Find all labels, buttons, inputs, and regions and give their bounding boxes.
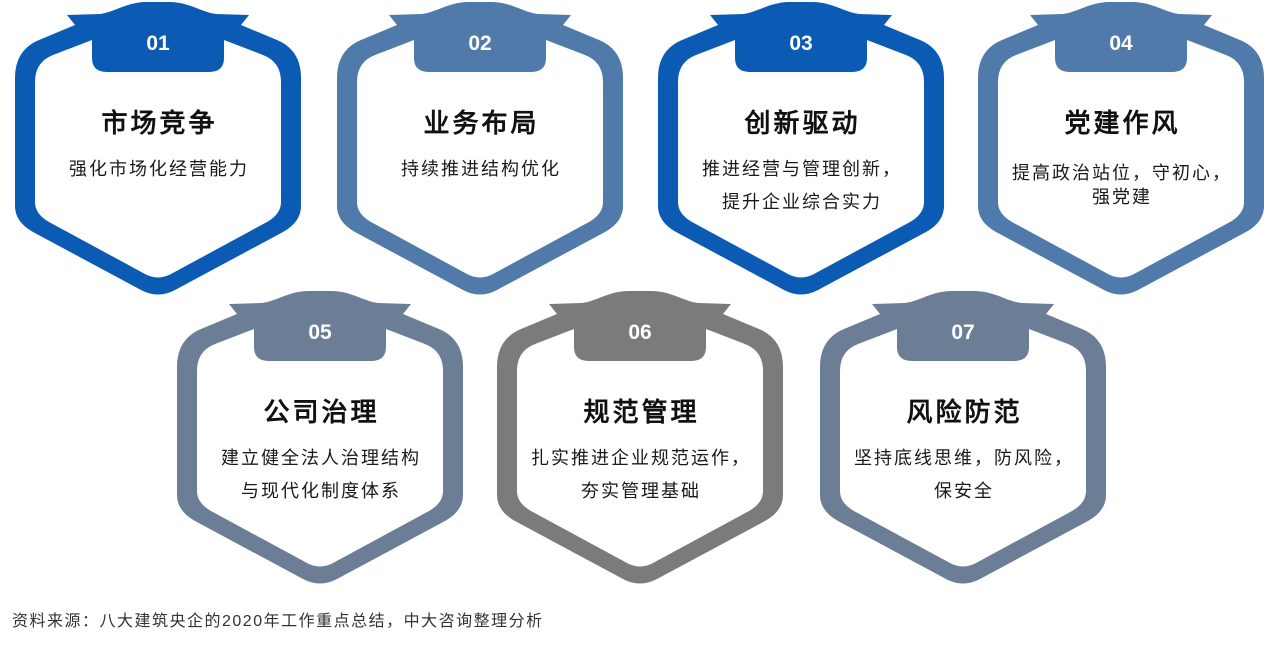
card-number: 01 bbox=[146, 32, 170, 55]
source-note: 资料来源：八大建筑央企的2020年工作重点总结，中大咨询整理分析 bbox=[12, 613, 544, 630]
card-number: 04 bbox=[1109, 32, 1133, 55]
hexagon-inner bbox=[840, 329, 1086, 567]
card-number: 03 bbox=[789, 32, 813, 55]
card-05-corporate-governance: 05 公司治理 建立健全法人治理结构 与现代化制度体系 bbox=[177, 289, 463, 586]
card-description: 推进经营与管理创新， 提升企业综合实力 bbox=[658, 153, 944, 219]
card-description: 扎实推进企业规范运作， 夯实管理基础 bbox=[497, 442, 783, 508]
hexagon-badge-icon bbox=[337, 2, 623, 295]
card-title: 业务布局 bbox=[423, 109, 540, 138]
card-description: 坚持底线思维，防风险， 保安全 bbox=[820, 442, 1106, 508]
hexagon-inner bbox=[517, 329, 763, 567]
description-line bbox=[339, 186, 623, 219]
description-line bbox=[17, 186, 301, 219]
hexagon-badge-icon bbox=[978, 2, 1264, 295]
hexagon-inner bbox=[678, 40, 924, 278]
description-line: 建立健全法人治理结构 bbox=[221, 448, 421, 468]
description-line: 推进经营与管理创新， bbox=[702, 159, 902, 179]
description-line: 保安全 bbox=[934, 481, 994, 501]
description-line: 夯实管理基础 bbox=[581, 481, 701, 501]
card-title: 规范管理 bbox=[583, 398, 700, 427]
card-description: 持续推进结构优化 bbox=[337, 153, 623, 219]
card-description: 建立健全法人治理结构 与现代化制度体系 bbox=[177, 442, 463, 508]
description-line: 强党建 bbox=[1092, 187, 1152, 207]
description-line: 与现代化制度体系 bbox=[241, 481, 401, 501]
card-title: 党建作风 bbox=[1064, 109, 1181, 138]
hexagon-inner bbox=[357, 40, 603, 278]
description-line: 持续推进结构优化 bbox=[401, 159, 561, 179]
hexagon-inner bbox=[35, 40, 281, 278]
description-line: 扎实推进企业规范运作， bbox=[531, 448, 751, 468]
hexagon-inner bbox=[998, 40, 1244, 278]
description-line: 提高政治站位，守初心， bbox=[1012, 163, 1232, 183]
description-line: 强化市场化经营能力 bbox=[69, 159, 249, 179]
card-title: 公司治理 bbox=[263, 398, 380, 427]
card-04-party-building: 04 党建作风 提高政治站位，守初心， 强党建 bbox=[978, 0, 1264, 297]
card-03-innovation-driven: 03 创新驱动 推进经营与管理创新， 提升企业综合实力 bbox=[658, 0, 944, 297]
description-line: 提升企业综合实力 bbox=[722, 192, 882, 212]
hexagon-badge-icon bbox=[497, 291, 783, 584]
hexagon-badge-icon bbox=[658, 2, 944, 295]
card-07-risk-prevention: 07 风险防范 坚持底线思维，防风险， 保安全 bbox=[820, 289, 1106, 586]
card-description: 强化市场化经营能力 bbox=[15, 153, 301, 219]
hexagon-badge-icon bbox=[15, 2, 301, 295]
hexagon-badge-icon bbox=[177, 291, 463, 584]
card-description: 提高政治站位，守初心， 强党建 bbox=[978, 161, 1264, 209]
card-number: 02 bbox=[468, 32, 492, 55]
card-number: 06 bbox=[628, 321, 652, 344]
card-06-standardized-management: 06 规范管理 扎实推进企业规范运作， 夯实管理基础 bbox=[497, 289, 783, 586]
hexagon-badge-icon bbox=[820, 291, 1106, 584]
card-02-business-layout: 02 业务布局 持续推进结构优化 bbox=[337, 0, 623, 297]
card-number: 05 bbox=[308, 321, 332, 344]
card-01-market-competition: 01 市场竞争 强化市场化经营能力 bbox=[15, 0, 301, 297]
hexagon-inner bbox=[197, 329, 443, 567]
card-title: 市场竞争 bbox=[101, 109, 218, 138]
card-title: 创新驱动 bbox=[744, 109, 861, 138]
card-number: 07 bbox=[951, 321, 975, 344]
card-title: 风险防范 bbox=[906, 398, 1023, 427]
description-line: 坚持底线思维，防风险， bbox=[854, 448, 1074, 468]
